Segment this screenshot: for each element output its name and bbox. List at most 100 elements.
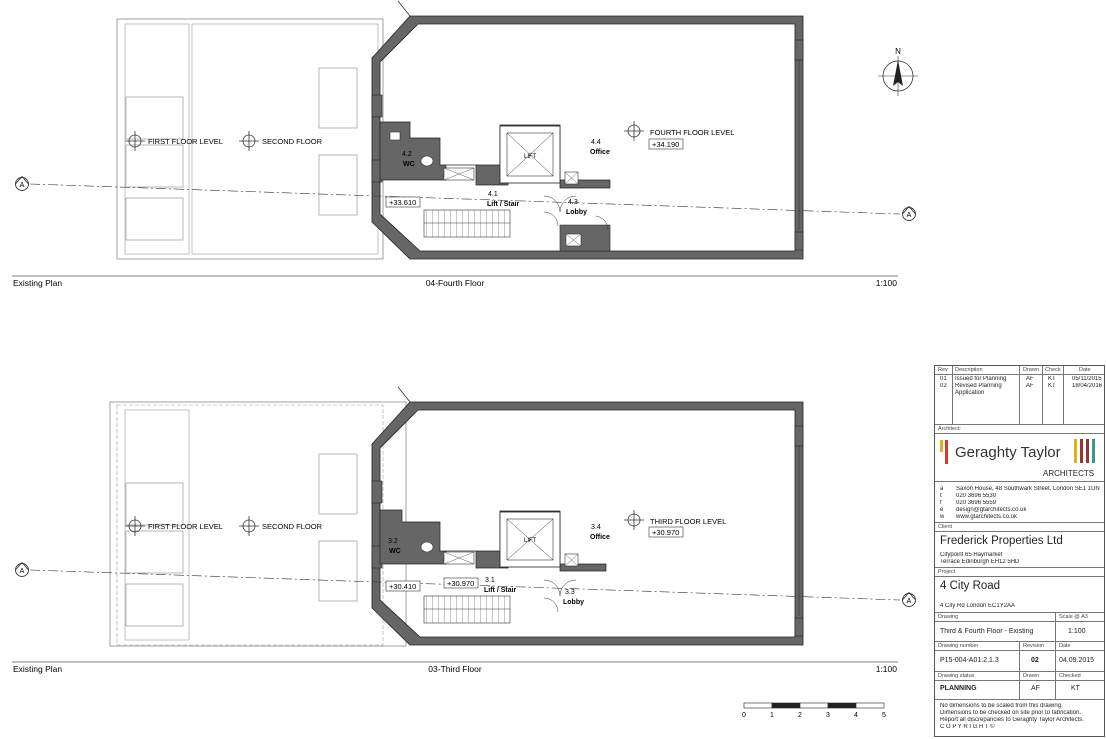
scale-tick: 4 [854, 712, 858, 719]
room-number: 4.4 [591, 139, 601, 146]
rev-description: Revised Planning Application [955, 383, 1002, 397]
drawn-label: Drawn [1023, 673, 1039, 679]
room-name: WC [403, 161, 415, 168]
north-arrow-icon [878, 56, 918, 96]
date-value: 04.09.2015 [1059, 657, 1095, 664]
contact-key: a [940, 486, 944, 492]
logo-bar [1080, 439, 1083, 463]
architect-sub: ARCHITECTS [1043, 469, 1095, 478]
level-label: THIRD FLOOR LEVEL [650, 517, 726, 526]
rev-date: 18/04/2016 [1072, 383, 1103, 389]
note-line: C O P Y R I G H T © [940, 724, 995, 730]
logo-bar [1092, 439, 1095, 463]
logo-bar [945, 440, 948, 464]
rev-date: 05/11/2015 [1072, 376, 1102, 382]
logo-bar [940, 440, 943, 452]
plan-scale: 1:100 [876, 278, 898, 288]
room-number: 4.3 [568, 199, 578, 206]
plan-scale: 1:100 [876, 664, 898, 674]
section-marker-label: A [907, 212, 912, 219]
level-tag: +33.610 [389, 198, 416, 207]
drawn-header: Drawn [1023, 367, 1039, 373]
contact-value: design@gtarchitects.co.uk [956, 507, 1027, 513]
level-tag: +30.970 [447, 579, 474, 588]
contact-key: t [940, 493, 942, 499]
section-marker-label: A [20, 568, 25, 575]
drawing-number: P15-004-A01.2.1.3 [940, 657, 999, 664]
room-number: 3.2 [388, 538, 398, 545]
level-label: SECOND FLOOR [262, 137, 323, 146]
rev-check: KT [1048, 383, 1056, 389]
room-name: WC [389, 548, 401, 555]
project-label: Project [938, 569, 956, 575]
scale-tick: 3 [826, 712, 830, 719]
architect-label: Architect: [938, 426, 961, 432]
contact-value: Saxon House, 48 Southwark Street, London… [956, 486, 1100, 492]
building-walls [371, 15, 804, 260]
project-address: 4 City Rd London EC1Y2AA [940, 603, 1016, 609]
building-walls [371, 401, 804, 646]
scale-value: 1:100 [1068, 628, 1086, 635]
client-name: Frederick Properties Ltd [940, 535, 1063, 547]
north-label: N [895, 47, 901, 56]
plan-third-floor: A A FIRST FLOOR LEVEL SECOND FLOOR THIRD… [12, 386, 916, 674]
drawing-number-label: Drawing number [938, 643, 979, 649]
checked-label: Checked [1059, 673, 1081, 679]
rev-drawn: AF [1026, 383, 1034, 389]
rev-drawn: AF [1026, 376, 1034, 382]
drawing-title: Third & Fourth Floor - Existing [940, 628, 1034, 635]
room-number: 3.4 [591, 524, 601, 531]
logo-bar [1086, 439, 1089, 463]
project-name: 4 City Road [940, 580, 1001, 592]
note-line: No dimensions to be scaled from this dra… [940, 703, 1063, 709]
room-name: Office [590, 534, 610, 541]
client-label: Client [938, 524, 953, 530]
status-label: Drawing status [938, 673, 975, 679]
drawn-value: AF [1031, 685, 1040, 692]
section-marker-label: A [907, 598, 912, 605]
room-number: 3.3 [565, 589, 575, 596]
level-label: FIRST FLOOR LEVEL [148, 522, 223, 531]
room-name: Lobby [566, 209, 587, 216]
check-header: Check [1045, 367, 1061, 373]
plan-title: 03-Third Floor [428, 664, 482, 674]
room-number: 4.2 [402, 151, 412, 158]
rev-number: 02 [940, 383, 947, 389]
room-name: Lobby [563, 599, 584, 606]
room-name: Lift / Stair [487, 201, 520, 208]
drawing-label: Drawing [938, 614, 959, 620]
date-header: Date [1079, 367, 1091, 373]
stair-treads [423, 209, 511, 238]
plan-fourth-floor: A A FIRST FLOOR LEVEL SECOND FLOOR FOURT… [12, 0, 916, 288]
scale-bar: 0 1 2 3 4 5 [742, 702, 886, 719]
scale-tick: 2 [798, 712, 802, 719]
level-label: FOURTH FLOOR LEVEL [650, 128, 734, 137]
architect-name: Geraghty Taylor [955, 444, 1061, 461]
level-label: FIRST FLOOR LEVEL [148, 137, 223, 146]
rev-description: Issued for Planning [955, 376, 1007, 382]
logo-bar [1074, 439, 1077, 463]
client-address: Terrace Edinburgh EH12 5HD [940, 559, 1020, 565]
scale-tick: 1 [770, 712, 774, 719]
contact-key: w [940, 514, 945, 520]
lift-label: LIFT [524, 154, 537, 160]
note-line: Report all discrepancies to Geraghty Tay… [940, 717, 1084, 723]
description-header: Description [955, 367, 983, 373]
level-label: SECOND FLOOR [262, 522, 323, 531]
section-marker-label: A [20, 182, 25, 189]
plan-footer-left: Existing Plan [13, 664, 62, 674]
room-number: 4.1 [488, 191, 498, 198]
scale-tick: 5 [882, 712, 886, 719]
contact-value: 020 3696 5530 [956, 493, 997, 499]
room-name: Office [590, 149, 610, 156]
room-number: 3.1 [485, 577, 495, 584]
title-block: Rev Description Drawn Check Date 01 Issu… [934, 365, 1105, 737]
room-name: Lift / Stair [484, 587, 517, 594]
revision-value: 02 [1031, 657, 1039, 664]
rev-check: KT [1048, 376, 1056, 382]
plan-title: 04-Fourth Floor [426, 278, 485, 288]
date-label: Date [1059, 643, 1071, 649]
contact-value: 020 3696 5559 [956, 500, 997, 506]
plan-footer-left: Existing Plan [13, 278, 62, 288]
